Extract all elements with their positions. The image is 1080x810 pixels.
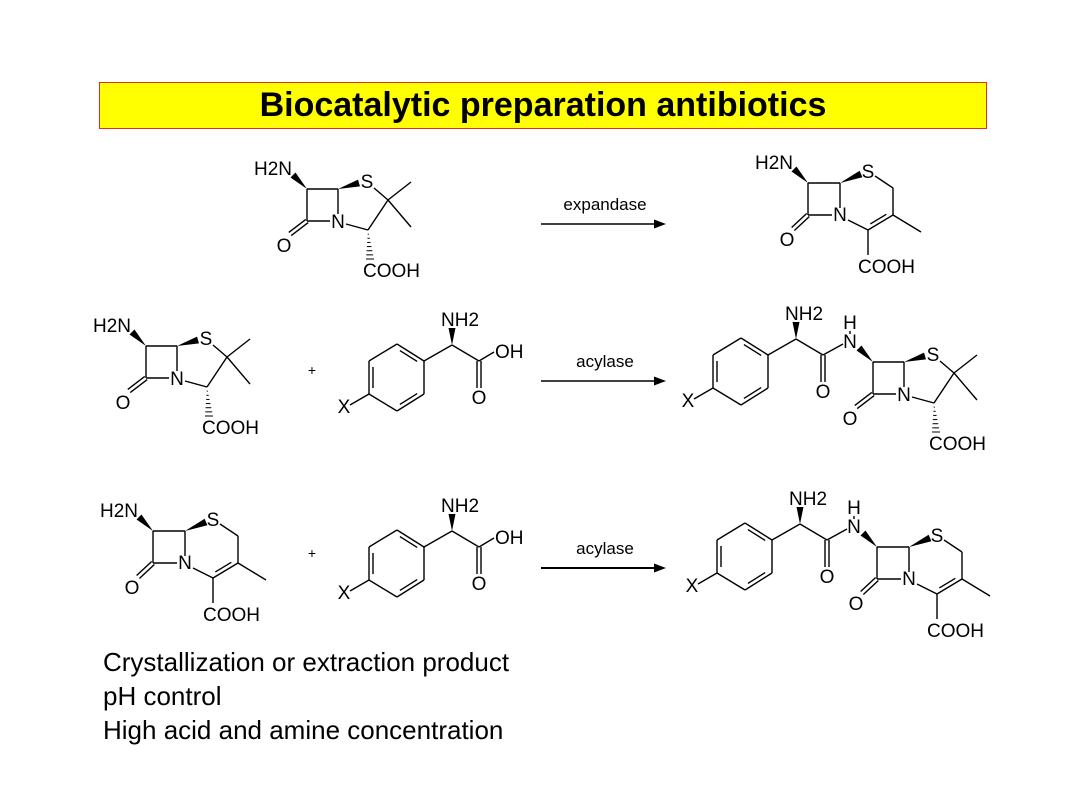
amide-nitrogen-label: N: [843, 332, 857, 353]
carboxyl-label: COOH: [927, 621, 984, 642]
cephem-core: S N O COOH H2N: [755, 153, 922, 278]
substituent-x-label: X: [338, 583, 351, 604]
oxygen-label: O: [843, 409, 858, 430]
arrowhead-icon: [654, 563, 666, 573]
nitrogen-label: N: [902, 569, 916, 590]
notes-list: Crystallization or extraction product pH…: [103, 645, 509, 747]
note-item: pH control: [103, 681, 222, 711]
note-item: High acid and amine concentration: [103, 715, 504, 745]
carboxyl-label: COOH: [858, 257, 915, 278]
slide-title: Biocatalytic preparation antibiotics: [259, 86, 827, 124]
amine-label: H2N: [254, 159, 292, 180]
nitrogen-label: N: [178, 553, 192, 574]
carboxyl-label: COOH: [202, 418, 259, 439]
carboxyl-label: COOH: [203, 605, 260, 626]
oxygen-label: O: [125, 578, 140, 599]
sulfur-label: S: [927, 345, 940, 366]
cephem-core: S N O COOH: [849, 526, 991, 642]
penam-core: SN O COOH H2N: [254, 159, 420, 282]
penam-core: SN O COOH: [843, 345, 986, 455]
substituent-x-label: X: [338, 397, 351, 418]
amino-label: NH2: [441, 310, 479, 331]
sulfur-label: S: [361, 172, 374, 193]
amide-nitrogen-label: N: [847, 517, 861, 538]
carboxyl-label: COOH: [929, 434, 986, 455]
penam-core: SN O COOH H2N: [93, 316, 259, 439]
nitrogen-label: N: [897, 385, 911, 406]
sulfur-label: S: [931, 526, 944, 547]
oxygen-label: O: [116, 393, 131, 414]
oxygen-label: O: [816, 382, 831, 403]
arrowhead-icon: [654, 376, 666, 386]
amide-hydrogen-label: H: [843, 313, 857, 334]
plus-sign: +: [308, 545, 316, 561]
hydroxyl-label: OH: [495, 528, 524, 549]
nitrogen-label: N: [833, 205, 847, 226]
amine-label: H2N: [93, 316, 131, 337]
oxygen-label: O: [780, 230, 795, 251]
amino-label: NH2: [785, 304, 823, 325]
amino-label: NH2: [789, 489, 827, 510]
substituent-x-label: X: [682, 391, 695, 412]
oxygen-label: O: [820, 567, 835, 588]
nitrogen-label: N: [170, 369, 184, 390]
sulfur-label: S: [200, 329, 213, 350]
enzyme-label-expandase: expandase: [563, 195, 646, 214]
sulfur-label: S: [862, 162, 875, 183]
amine-label: H2N: [100, 501, 138, 522]
oxygen-label: O: [472, 574, 487, 595]
amide-hydrogen-label: H: [847, 498, 861, 519]
enzyme-label-acylase: acylase: [576, 352, 634, 371]
oxygen-label: O: [277, 236, 292, 257]
arrowhead-icon: [654, 219, 666, 229]
nitrogen-label: N: [331, 212, 345, 233]
note-item: Crystallization or extraction product: [103, 647, 510, 677]
sulfur-label: S: [207, 510, 220, 531]
title-banner: Biocatalytic preparation antibiotics: [99, 82, 987, 129]
amine-label: H2N: [755, 153, 793, 174]
plus-sign: +: [308, 362, 316, 378]
cephem-core: S N O COOH H2N: [100, 501, 267, 626]
substituent-x-label: X: [686, 576, 699, 597]
enzyme-label-acylase: acylase: [576, 539, 634, 558]
oxygen-label: O: [472, 388, 487, 409]
carboxyl-label: COOH: [363, 261, 420, 282]
oxygen-label: O: [849, 594, 864, 615]
hydroxyl-label: OH: [495, 342, 524, 363]
amino-label: NH2: [441, 496, 479, 517]
